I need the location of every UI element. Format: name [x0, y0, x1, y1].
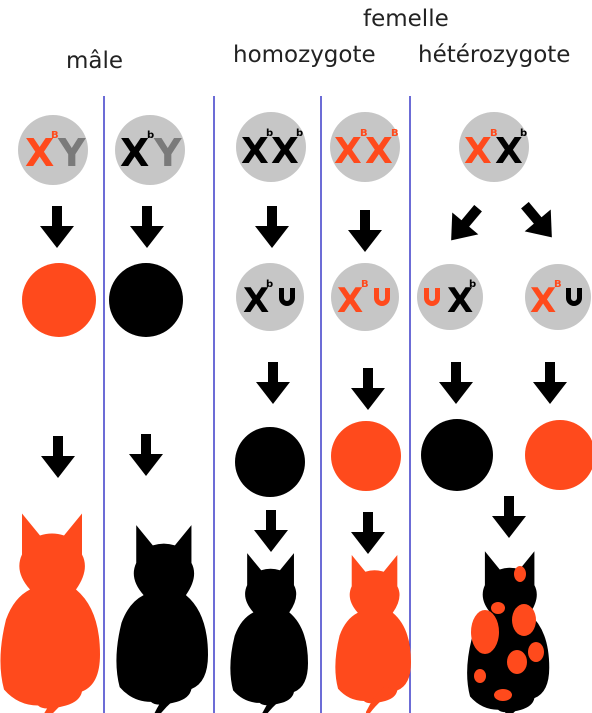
svg-text:Y: Y	[153, 131, 182, 175]
svg-text:X: X	[120, 131, 149, 175]
svg-text:X: X	[337, 281, 363, 321]
pigment-black-homozygous	[235, 427, 305, 497]
svg-text:X: X	[495, 131, 523, 172]
down-arrow-icon	[256, 362, 290, 404]
pigment-black-male	[109, 263, 183, 337]
inactivation-heterozygous-right: X B	[525, 264, 591, 330]
genotype-male-black: X b Y	[115, 115, 185, 185]
down-right-arrow-icon	[512, 194, 565, 248]
down-arrow-icon	[255, 206, 289, 248]
arrow-row-3	[254, 496, 526, 554]
inactivation-homozygous-orange: X B	[331, 263, 399, 331]
svg-text:B: B	[554, 279, 562, 290]
arrow-row-male-2	[41, 434, 163, 478]
down-left-arrow-icon	[438, 197, 491, 251]
svg-text:b: b	[296, 128, 303, 139]
genotype-female-orange-homozygous: X B X B	[330, 112, 400, 182]
genotype-female-black-homozygous: X b X b	[236, 112, 306, 182]
svg-text:X: X	[464, 131, 492, 172]
arrow-row-1	[40, 194, 565, 252]
genotype-female-heterozygous: X B X b	[459, 112, 529, 182]
svg-text:X: X	[334, 131, 362, 172]
down-arrow-icon	[351, 512, 385, 554]
cat-orange-male	[0, 514, 100, 713]
svg-text:Y: Y	[57, 131, 86, 175]
pigment-orange-heterozygous	[525, 420, 592, 490]
svg-text:b: b	[266, 279, 273, 290]
down-arrow-icon	[351, 368, 385, 410]
down-arrow-icon	[348, 210, 382, 252]
svg-text:X: X	[530, 281, 556, 321]
down-arrow-icon	[129, 434, 163, 476]
down-arrow-icon	[492, 496, 526, 538]
svg-text:b: b	[520, 128, 527, 139]
svg-text:b: b	[469, 279, 476, 290]
inactivation-heterozygous-left: X b	[417, 264, 483, 330]
genotype-row: X B Y X b Y X b X b X B X B X B X	[18, 112, 529, 185]
down-arrow-icon	[130, 206, 164, 248]
cat-orange-female	[335, 555, 411, 713]
svg-text:B: B	[361, 279, 369, 290]
down-arrow-icon	[439, 362, 473, 404]
down-arrow-icon	[41, 436, 75, 478]
arrow-row-2	[256, 362, 567, 410]
svg-text:X: X	[241, 131, 269, 172]
down-arrow-icon	[533, 362, 567, 404]
pigment-black-heterozygous	[421, 419, 493, 491]
cat-tortoiseshell-female	[467, 551, 549, 713]
pigment-row-female	[235, 419, 592, 497]
inactivation-homozygous-black: X b	[236, 263, 304, 331]
cat-black-female	[230, 553, 308, 713]
svg-text:B: B	[391, 128, 399, 139]
svg-text:X: X	[271, 131, 299, 172]
down-arrow-icon	[254, 510, 288, 552]
down-arrow-icon	[40, 206, 74, 248]
middle-row: X b X B X b X B	[22, 263, 591, 337]
pigment-orange-male	[22, 263, 96, 337]
pigment-orange-homozygous	[331, 421, 401, 491]
svg-text:X: X	[25, 131, 54, 175]
genotype-male-orange: X B Y	[18, 115, 88, 185]
svg-text:X: X	[365, 131, 393, 172]
cat-black-male	[116, 525, 208, 713]
